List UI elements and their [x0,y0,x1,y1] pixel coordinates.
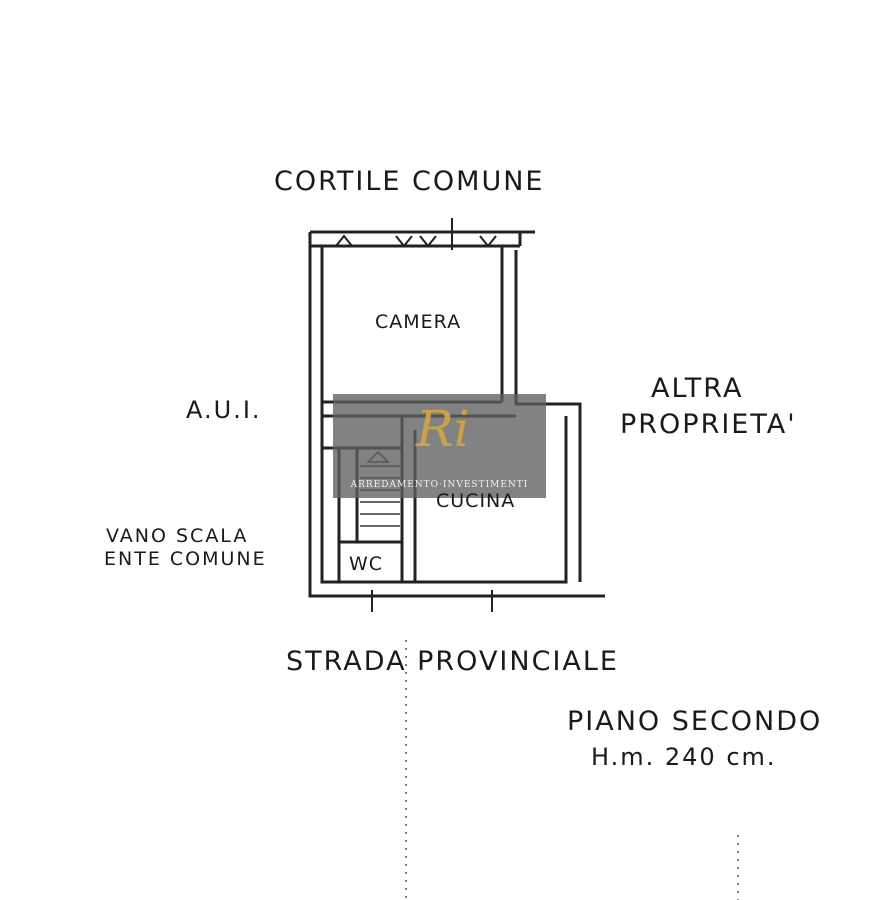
label-south: STRADA PROVINCIALE [286,646,619,677]
room-cucina: CUCINA [436,490,516,512]
outer-wall [308,230,605,598]
floor-title: PIANO SECONDO [567,706,823,737]
wall-cucina-right [415,416,568,584]
watermark-text: ARREDAMENTO·INVESTIMENTI [350,480,529,490]
label-stair-line2: ENTE COMUNE [104,548,267,570]
floor-height: H.m. 240 cm. [591,743,777,771]
wall-camera-right [500,232,582,582]
openings [335,218,497,612]
label-stair-line1: VANO SCALA [106,525,249,547]
label-east-line2: PROPRIETA' [620,409,797,440]
room-camera: CAMERA [375,311,462,333]
axis-lines [405,640,739,900]
label-west: A.U.I. [186,396,262,424]
watermark-box [333,394,546,498]
label-north: CORTILE COMUNE [274,166,545,197]
outer-wall-inner [320,246,415,584]
room-wc: WC [349,553,384,575]
label-east-line1: ALTRA [651,373,744,404]
watermark-logo: Ri [416,400,470,458]
